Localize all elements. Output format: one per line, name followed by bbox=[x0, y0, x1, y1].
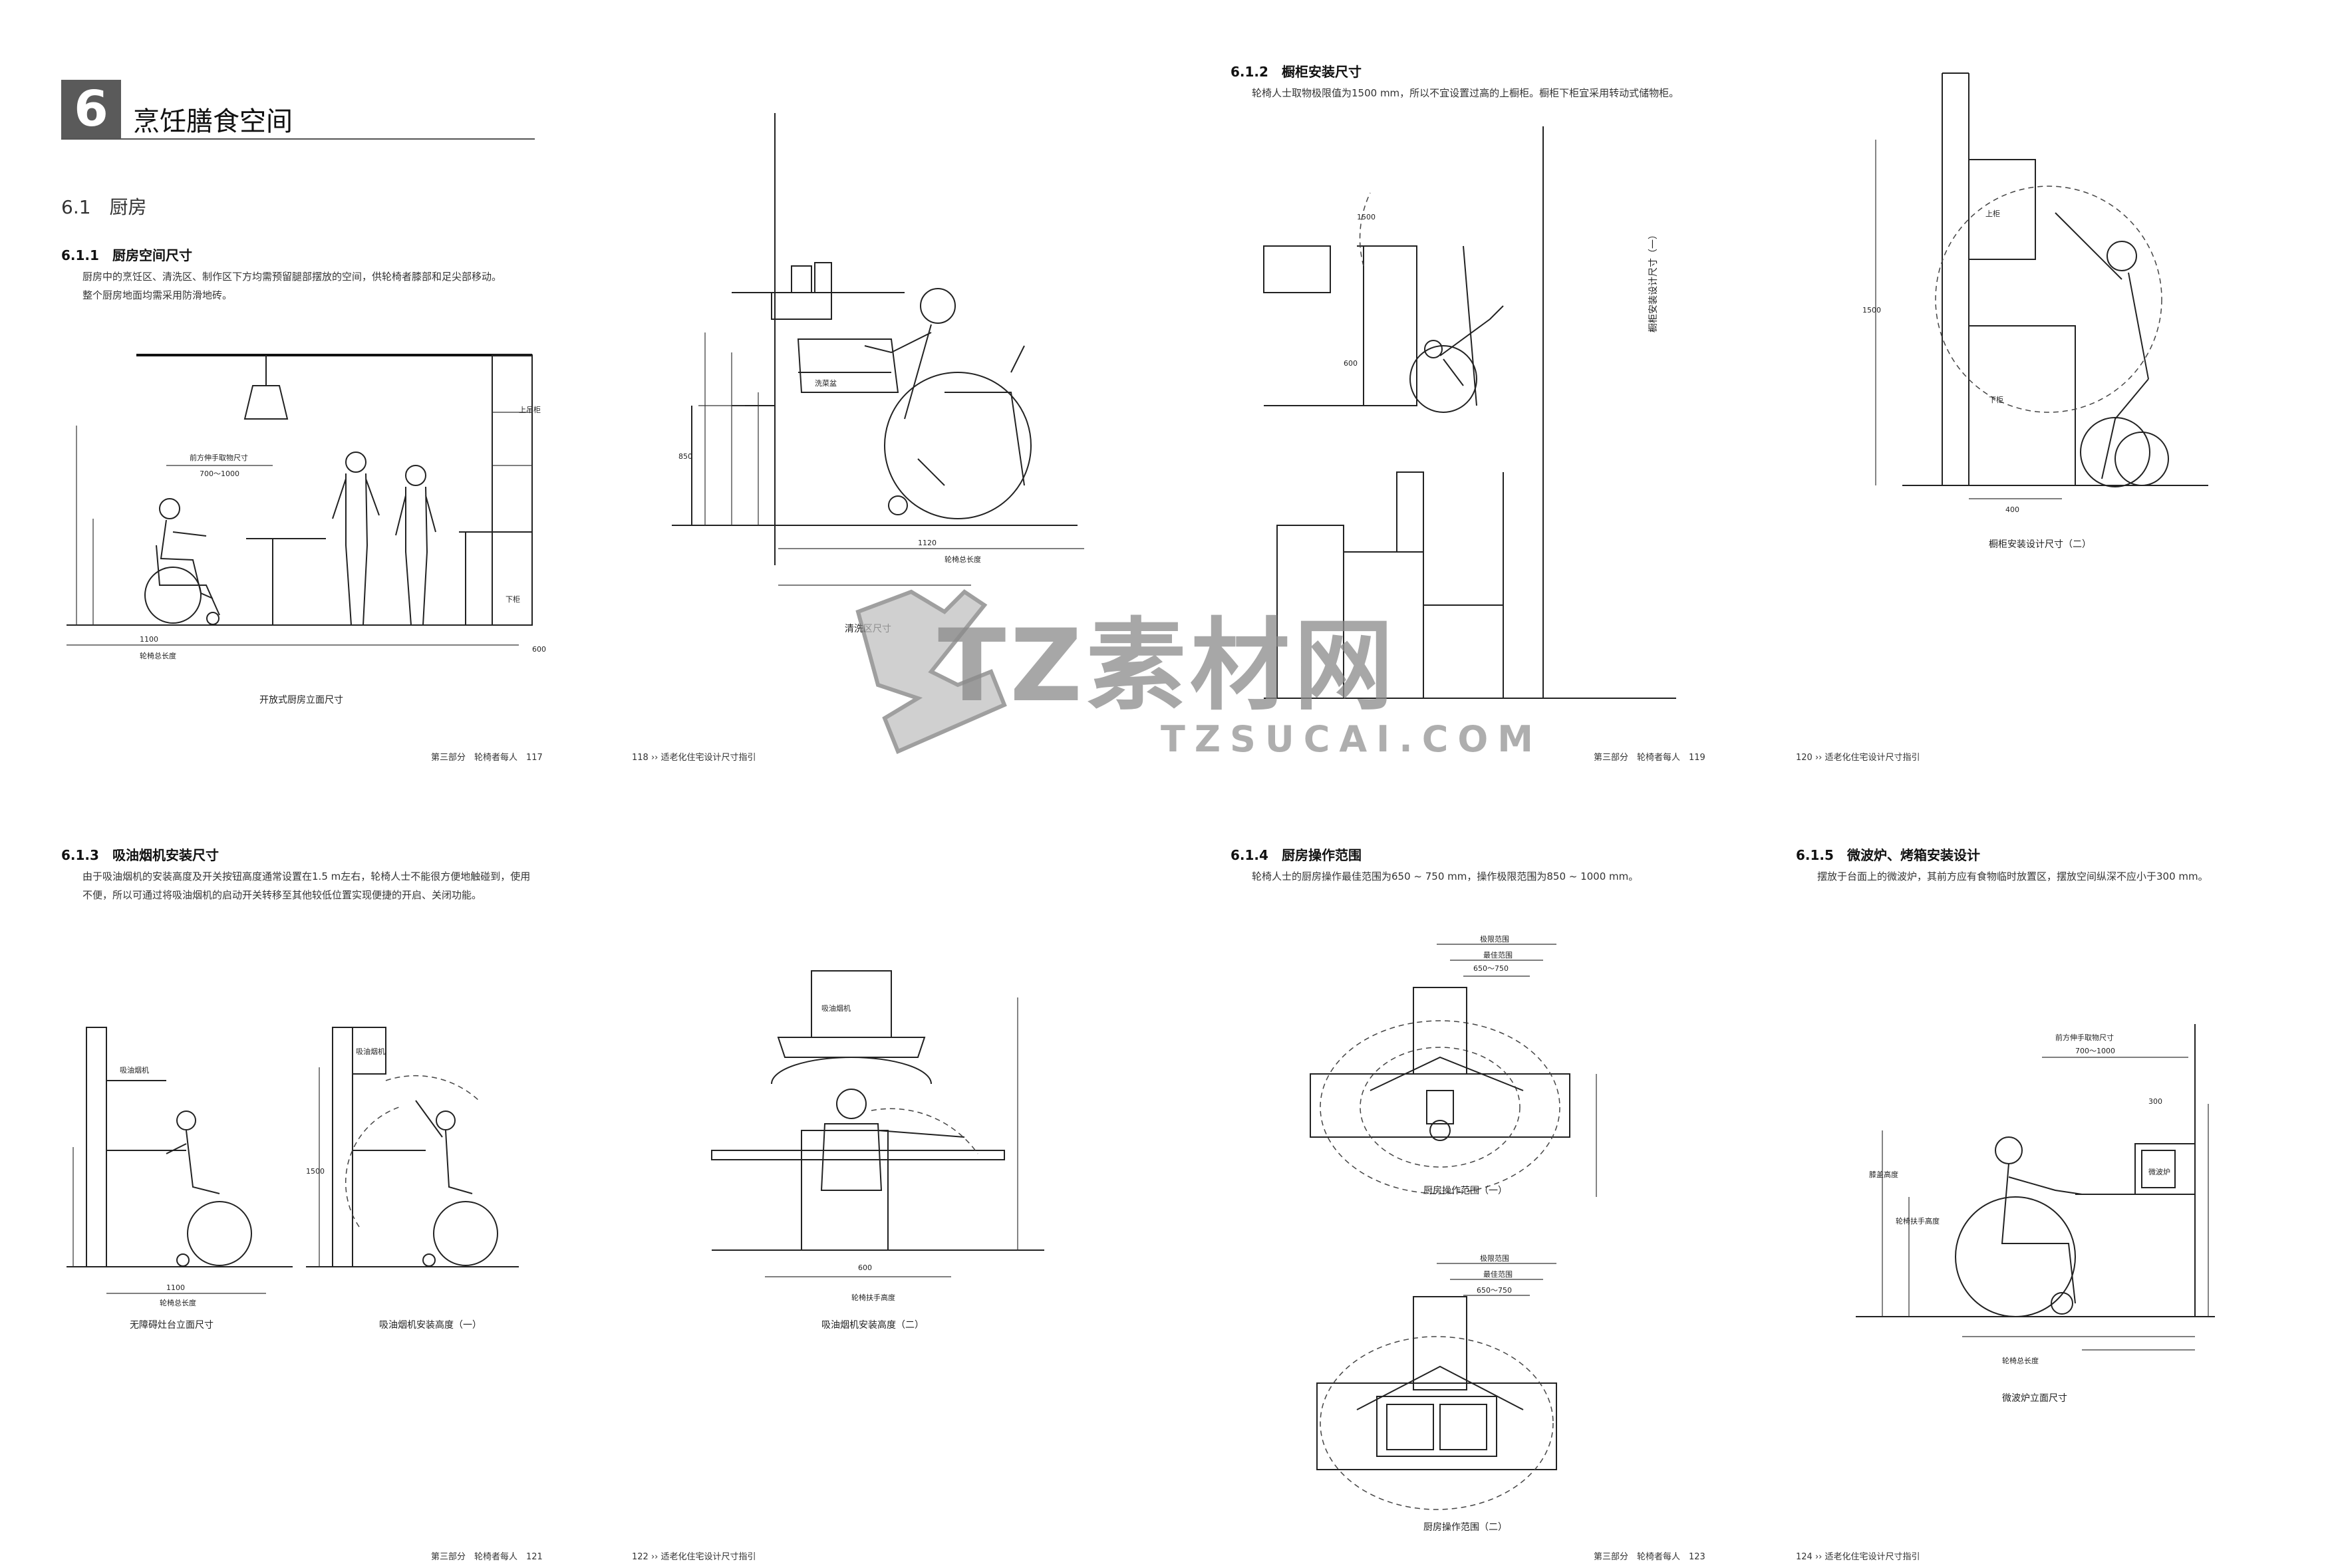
wash-area-elevation: 洗菜盆 1120 850 轮椅总长度 bbox=[672, 113, 1084, 586]
watermark-url: TZSUCAI.COM bbox=[1161, 718, 1543, 760]
dim-label: 前方伸手取物尺寸 bbox=[2055, 1033, 2114, 1042]
dim-label: 上吊柜 bbox=[519, 406, 541, 414]
hood-install-1: 吸油烟机 1500 bbox=[306, 1027, 519, 1267]
dim-label: 1120 bbox=[918, 539, 937, 547]
figure-caption: 无障碍灶台立面尺寸 bbox=[130, 1320, 214, 1331]
dim-label: 膝盖高度 bbox=[1869, 1170, 1898, 1179]
upper-label: 上柜 bbox=[1985, 209, 2000, 218]
page-footer: 第三部分 轮椅者每人 117 bbox=[431, 753, 543, 763]
dim-label: 1500 bbox=[306, 1167, 325, 1176]
figure-caption: 吸油烟机安装高度（二） bbox=[821, 1320, 924, 1331]
dim-label: 1100 bbox=[166, 1283, 185, 1292]
page-footer: 124 ›› 适老化住宅设计尺寸指引 bbox=[1796, 1552, 1920, 1562]
body-text: 由于吸油烟机的安装高度及开关按钮高度通常设置在1.5 m左右，轮椅人士不能很方便… bbox=[82, 870, 531, 882]
hood-label: 吸油烟机 bbox=[356, 1047, 385, 1056]
page-footer: 第三部分 轮椅者每人 121 bbox=[431, 1552, 543, 1562]
dim-label: 700～1000 bbox=[200, 469, 239, 478]
dim-label: 1100 bbox=[140, 635, 158, 644]
figure-caption: 微波炉立面尺寸 bbox=[2002, 1393, 2067, 1404]
dim-label: 极限范围 bbox=[1480, 1253, 1509, 1263]
subsection-title-615: 6.1.5 微波炉、烤箱安装设计 bbox=[1796, 847, 1980, 863]
cabinet-design-1: 600 1500 bbox=[1263, 126, 1676, 699]
dim-label: 最佳范围 bbox=[1483, 950, 1513, 960]
subsection-title-613: 6.1.3 吸油烟机安装尺寸 bbox=[61, 847, 219, 863]
dim-label: 650～750 bbox=[1473, 964, 1509, 973]
open-kitchen-elevation: 前方伸手取物尺寸 700～1000 1100 上吊柜 下柜 轮椅总长度 600 bbox=[67, 354, 546, 660]
sink-label: 洗菜盆 bbox=[815, 378, 837, 388]
dim-label: 400 bbox=[2005, 505, 2019, 514]
dim-label: 极限范围 bbox=[1480, 934, 1509, 944]
dim-label: 1500 bbox=[1357, 213, 1376, 221]
watermark-logo: TZ素材网 bbox=[938, 608, 1398, 724]
cabinet-design-2: 上柜 下柜 1500 400 bbox=[1862, 72, 2208, 514]
dim-label: 1500 bbox=[1862, 306, 1881, 315]
dim-label: 650～750 bbox=[1477, 1286, 1512, 1295]
dim-label: 前方伸手取物尺寸 bbox=[190, 453, 248, 462]
dim-label: 600 bbox=[858, 1263, 872, 1272]
figure-caption: 吸油烟机安装高度（一） bbox=[379, 1320, 482, 1331]
figure-caption: 厨房操作范围（一） bbox=[1423, 1186, 1507, 1196]
body-text: 摆放于台面上的微波炉，其前方应有食物临时放置区，摆放空间纵深不应小于300 mm… bbox=[1817, 870, 2208, 882]
body-text: 整个厨房地面均需采用防滑地砖。 bbox=[82, 289, 233, 301]
dim-label: 600 bbox=[1344, 359, 1358, 368]
operation-range-1: 极限范围 650～750 最佳范围 bbox=[1310, 934, 1597, 1197]
page-footer: 第三部分 轮椅者每人 123 bbox=[1594, 1552, 1705, 1562]
body-text: 不便，所以可通过将吸油烟机的启动开关转移至其他较低位置实现便捷的开启、关闭功能。 bbox=[82, 889, 482, 901]
figure-caption: 橱柜安装设计尺寸（一） bbox=[1648, 230, 1659, 332]
page-footer: 120 ›› 适老化住宅设计尺寸指引 bbox=[1796, 753, 1920, 763]
chapter-number: 6 bbox=[61, 80, 121, 138]
watermark-logo-mark bbox=[855, 589, 1007, 754]
figure-caption: 开放式厨房立面尺寸 bbox=[259, 695, 343, 706]
dim-label: 轮椅总长度 bbox=[2002, 1356, 2039, 1365]
body-text: 轮椅人士取物极限值为1500 mm，所以不宜设置过高的上橱柜。橱柜下柜宜采用转动… bbox=[1252, 87, 1679, 99]
chapter-rule bbox=[61, 138, 535, 140]
hood-label: 吸油烟机 bbox=[120, 1065, 149, 1075]
hood-install-2: 吸油烟机 600 轮椅扶手高度 bbox=[711, 970, 1044, 1302]
dim-label: 轮椅总长度 bbox=[945, 555, 981, 564]
subsection-title-614: 6.1.4 厨房操作范围 bbox=[1231, 847, 1362, 863]
subsection-title-611: 6.1.1 厨房空间尺寸 bbox=[61, 247, 192, 263]
dim-label: 轮椅扶手高度 bbox=[1896, 1216, 1940, 1226]
subsection-title-612: 6.1.2 橱柜安装尺寸 bbox=[1231, 64, 1362, 80]
dim-label: 850 bbox=[678, 452, 692, 461]
dim-label: 下柜 bbox=[506, 595, 520, 604]
dim-label: 轮椅扶手高度 bbox=[851, 1293, 895, 1302]
dim-label: 700～1000 bbox=[2075, 1047, 2115, 1055]
page-footer: 第三部分 轮椅者每人 119 bbox=[1594, 753, 1705, 763]
body-text: 厨房中的烹饪区、清洗区、制作区下方均需预留腿部摆放的空间，供轮椅者膝部和足尖部移… bbox=[82, 271, 502, 283]
page-footer: 122 ›› 适老化住宅设计尺寸指引 bbox=[632, 1552, 756, 1562]
microwave-elevation: 前方伸手取物尺寸 700～1000 微波炉 300 轮椅总长度 膝盖高度 轮椅扶… bbox=[1856, 1024, 2215, 1365]
page-footer: 118 ›› 适老化住宅设计尺寸指引 bbox=[632, 753, 756, 763]
figure-caption: 橱柜安装设计尺寸（二） bbox=[1989, 539, 2091, 550]
section-title: 6.1 厨房 bbox=[61, 196, 147, 218]
dim-label: 最佳范围 bbox=[1483, 1269, 1513, 1279]
dim-label: 轮椅总长度 bbox=[160, 1298, 196, 1307]
chapter-title: 烹饪膳食空间 bbox=[133, 106, 293, 137]
dim-label: 300 bbox=[2148, 1097, 2162, 1106]
no-barrier-stove: 吸油烟机 1100 轮椅总长度 bbox=[67, 1027, 293, 1307]
dim-label: 轮椅总长度 bbox=[140, 651, 176, 660]
microwave-label: 微波炉 bbox=[2148, 1167, 2170, 1176]
operation-range-2: 极限范围 最佳范围 650～750 bbox=[1316, 1253, 1557, 1510]
lower-label: 下柜 bbox=[1989, 396, 2003, 404]
body-text: 轮椅人士的厨房操作最佳范围为650 ~ 750 mm，操作极限范围为850 ~ … bbox=[1252, 870, 1639, 882]
dim-label: 600 bbox=[532, 645, 546, 654]
figure-caption: 厨房操作范围（二） bbox=[1423, 1522, 1507, 1533]
hood-label: 吸油烟机 bbox=[821, 1003, 851, 1013]
